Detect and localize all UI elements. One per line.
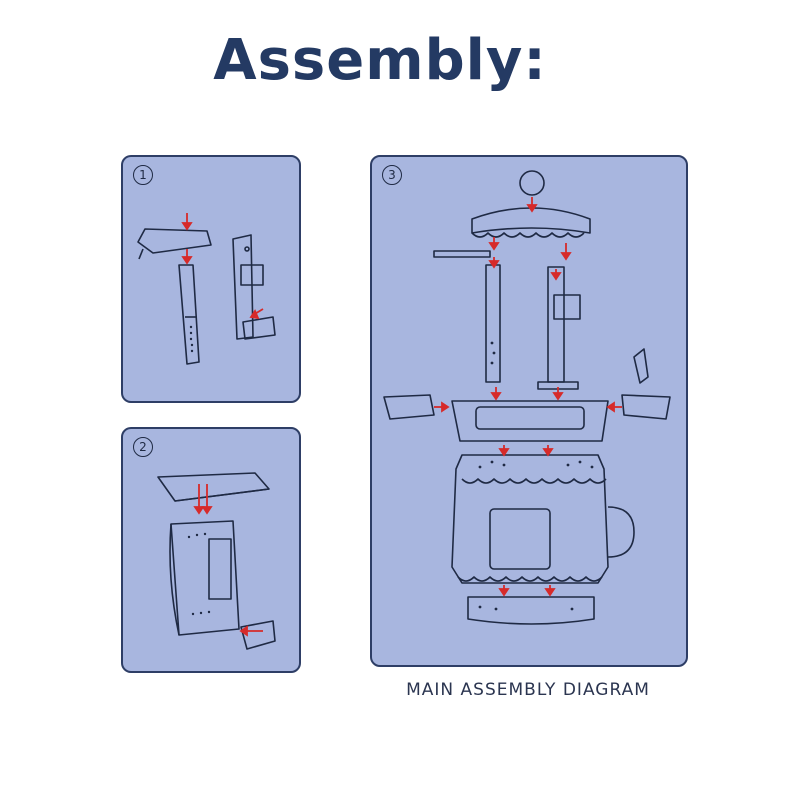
diagram-caption: MAIN ASSEMBLY DIAGRAM <box>406 680 650 700</box>
case-window <box>208 538 232 600</box>
step-3-panel: 3 <box>370 155 688 667</box>
faucet <box>633 348 649 384</box>
case-base <box>467 596 595 625</box>
main-case <box>451 454 609 584</box>
shelf-tray <box>137 228 212 254</box>
canopy-scallop <box>471 232 585 238</box>
step-1-illustration <box>137 213 276 365</box>
stand-panel <box>240 264 264 286</box>
case-body <box>170 520 240 636</box>
side-pole <box>178 264 200 365</box>
case-bottom-scallop <box>457 576 603 582</box>
stand-column <box>232 234 254 340</box>
step-3-illustration <box>383 170 671 625</box>
top-knob <box>519 170 545 196</box>
case-handle <box>607 506 635 558</box>
case-top-scallop <box>461 478 607 484</box>
step-2-number: 2 <box>133 437 153 457</box>
step-2-panel: 2 <box>121 427 301 673</box>
counter-top <box>451 400 609 442</box>
shelf-hook <box>138 248 144 260</box>
step-3-number: 3 <box>382 165 402 185</box>
step-1-number: 1 <box>133 165 153 185</box>
stand-basin <box>242 316 276 340</box>
right-pole-panel <box>553 294 581 320</box>
right-basin <box>621 394 671 420</box>
step-2-illustration <box>157 472 276 650</box>
page-title: Assembly: <box>213 28 547 93</box>
step-1-panel: 1 <box>121 155 301 403</box>
canopy <box>471 207 591 234</box>
left-pole <box>485 264 501 383</box>
left-basin <box>383 394 435 420</box>
case-basin <box>240 620 276 650</box>
case-window <box>489 508 551 570</box>
side-shelf <box>433 250 491 258</box>
right-pole <box>547 266 565 383</box>
